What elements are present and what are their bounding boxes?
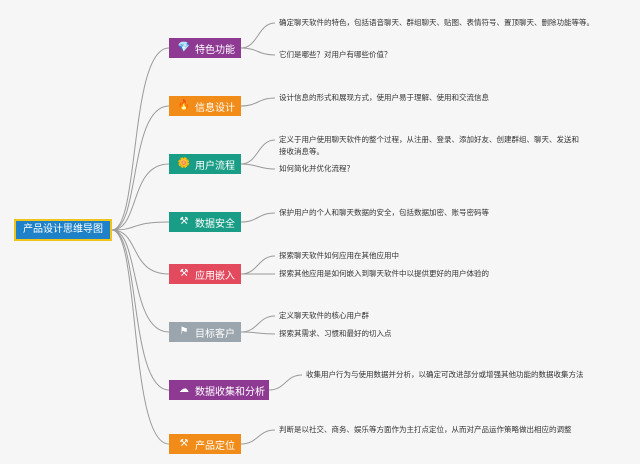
topic-note: 确定聊天软件的特色，包括语音聊天、群组聊天、贴图、表情符号、置顶聊天、删除功能等… [279, 18, 594, 27]
flag-icon: ⚑ [179, 326, 189, 337]
branch-connector [111, 163, 170, 231]
topic-note: 探索聊天软件如何应用在其他应用中 [279, 251, 399, 260]
topic-note: 设计信息的形式和展现方式，使用户易于理解、使用和交流信息 [279, 93, 489, 102]
topic-note: 保护用户的个人和聊天数据的安全，包括数据加密、账号密码等 [279, 208, 489, 217]
topic-label: 数据安全 [195, 218, 235, 230]
branch-connector [111, 47, 170, 231]
topic-note: 探索其他应用是如何嵌入到聊天软件中以提供更好的用户体验的 [279, 269, 489, 278]
note-connector [268, 374, 303, 391]
topic-note: 如何简化并优化流程？ [279, 164, 354, 173]
topic-node[interactable]: ⚒ 应用嵌入 [169, 264, 241, 284]
topic-label: 产品定位 [195, 440, 235, 452]
topic-note: 定义聊天软件的核心用户群 [279, 311, 369, 320]
topic-note: 判断是以社交、商务、娱乐等方面作为主打点定位，从而对产品运作策略做出相应的调整 [279, 425, 572, 434]
note-connector [240, 255, 276, 275]
topic-node[interactable]: ⚒ 数据安全 [169, 212, 241, 232]
topic-node[interactable]: 🔥 信息设计 [169, 96, 241, 116]
cloud-icon: ☁ [179, 384, 189, 395]
branch-connector [111, 229, 170, 391]
topic-label: 用户流程 [195, 160, 235, 172]
tools-icon: ⚒ [179, 438, 189, 449]
note-connector [240, 429, 276, 445]
topic-label: 数据收集和分析 [195, 386, 265, 398]
gem-icon: 💎 [177, 42, 191, 53]
topic-note: 探索其需求、习惯和最好的切入点 [279, 329, 392, 338]
note-connector [240, 212, 276, 223]
root-node[interactable]: 产品设计思维导图 [14, 219, 112, 241]
topic-note: 收集用户行为与使用数据并分析，以确定可改进部分或增强其他功能的数据收集方法 [306, 370, 584, 379]
flame-icon: 🔥 [177, 100, 191, 111]
note-connector [240, 163, 276, 170]
note-connector [240, 97, 276, 107]
branch-connector [111, 229, 170, 275]
branch-connector [111, 229, 170, 445]
topic-note: 定义于用户使用聊天软件的整个过程，从注册、登录、添加好友、创建群组、聊天、发送和… [279, 135, 579, 156]
topic-node[interactable]: ☁ 数据收集和分析 [169, 380, 269, 400]
note-connector [240, 47, 276, 56]
topic-label: 特色功能 [195, 44, 235, 56]
topic-note: 它们是哪些？对用户有哪些价值？ [279, 50, 392, 59]
flower-icon: 🌼 [177, 158, 191, 169]
note-connector [240, 331, 276, 335]
tools-icon: ⚒ [179, 268, 189, 279]
topic-node[interactable]: 🌼 用户流程 [169, 154, 241, 174]
note-connector [240, 22, 276, 49]
note-connector [240, 315, 276, 333]
topic-node[interactable]: 💎 特色功能 [169, 38, 241, 58]
topic-node[interactable]: ⚑ 目标客户 [169, 322, 241, 342]
branch-connector [111, 221, 170, 231]
topic-label: 目标客户 [195, 328, 235, 340]
branch-connector [111, 105, 170, 231]
topic-label: 信息设计 [195, 102, 235, 114]
branch-connector [111, 229, 170, 333]
topic-node[interactable]: ⚒ 产品定位 [169, 434, 241, 454]
note-connector [240, 139, 276, 165]
tools-icon: ⚒ [179, 216, 189, 227]
topic-label: 应用嵌入 [195, 270, 235, 282]
